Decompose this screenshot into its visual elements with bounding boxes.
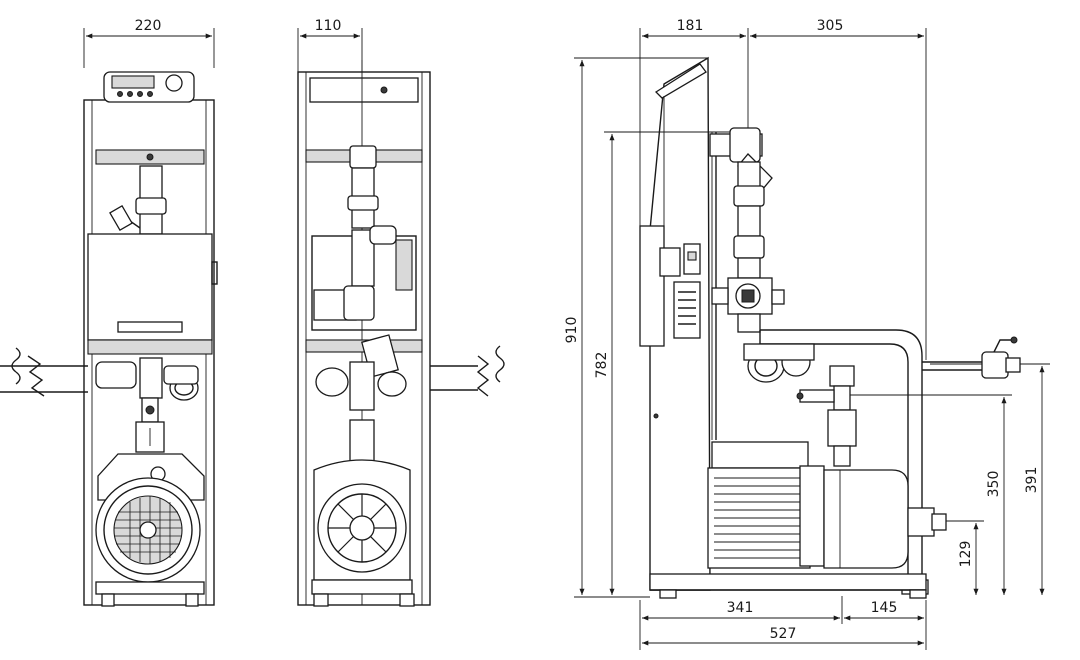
dim-top-right-label: 305 bbox=[817, 18, 844, 34]
valve-block bbox=[711, 277, 785, 333]
dim-top: 181 305 bbox=[639, 18, 927, 360]
dim-height-total-label: 910 bbox=[564, 317, 580, 344]
elevation-view: 181 305 910 782 391 350 129 bbox=[564, 18, 1050, 650]
dim-top-left-label: 181 bbox=[677, 18, 704, 34]
front-view: 220 bbox=[0, 18, 218, 607]
dim-right: 391 350 129 bbox=[830, 363, 1050, 595]
side-view: 110 bbox=[297, 18, 505, 607]
ball-valve-outlet bbox=[981, 336, 1021, 379]
dim-front-width-label: 220 bbox=[135, 18, 162, 34]
dim-bottom-left-label: 341 bbox=[727, 600, 754, 616]
dim-height-frame-label: 782 bbox=[594, 352, 610, 379]
motor-fan-front bbox=[95, 477, 201, 583]
dim-height-inlet-label: 391 bbox=[1024, 467, 1040, 494]
dim-bottom-total-label: 527 bbox=[770, 626, 797, 642]
filter-assembly bbox=[709, 127, 773, 279]
dim-left: 910 782 bbox=[564, 57, 730, 598]
dim-side-width-label: 110 bbox=[315, 18, 342, 34]
controller-unit bbox=[103, 71, 195, 103]
dim-front-width: 220 bbox=[83, 18, 215, 68]
dim-bottom: 341 145 527 bbox=[639, 596, 927, 650]
pump-motor bbox=[707, 441, 947, 569]
dim-height-outlet-label: 350 bbox=[986, 471, 1002, 498]
dim-side-width: 110 bbox=[297, 18, 363, 72]
dim-bottom-right-label: 145 bbox=[871, 600, 898, 616]
dim-height-base-label: 129 bbox=[958, 541, 974, 568]
